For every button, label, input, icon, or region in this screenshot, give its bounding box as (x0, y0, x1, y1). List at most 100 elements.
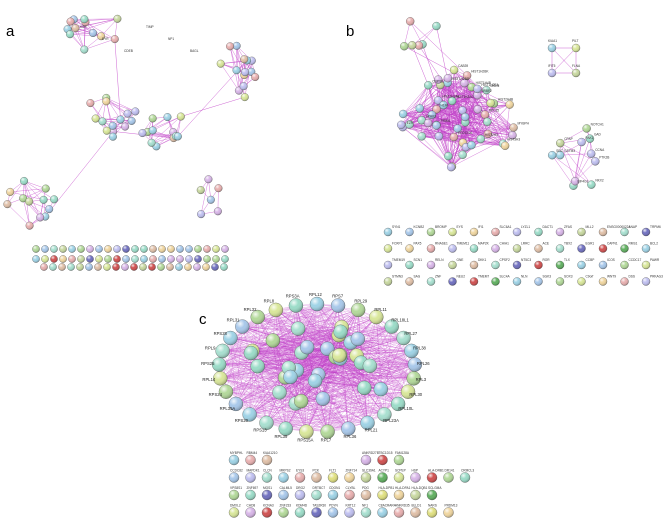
interaction-edge (551, 47, 577, 74)
protein-node (448, 260, 457, 270)
protein-label: CLYBL (346, 486, 356, 490)
interaction-edge (477, 109, 489, 135)
interaction-edge (422, 44, 455, 138)
protein-label: GNE (457, 258, 464, 262)
protein-node (444, 151, 453, 161)
protein-label: ANKRD35 (395, 504, 410, 508)
interaction-edge (220, 367, 289, 379)
interaction-edge (225, 391, 296, 404)
protein-label: HIST1H2AK (442, 94, 460, 98)
protein-label: CPAP (564, 137, 572, 141)
protein-node (283, 369, 298, 385)
protein-node (235, 319, 250, 334)
protein-node (240, 55, 249, 64)
interaction-edge (84, 38, 115, 50)
protein-node (167, 245, 175, 253)
protein-node (571, 43, 581, 53)
protein-label: H1F0 (441, 103, 449, 107)
interaction-edge (10, 188, 46, 193)
protein-node (212, 255, 220, 263)
protein-node (196, 186, 205, 195)
panel-b-letter: b (346, 23, 354, 40)
protein-label: KDM4D (296, 504, 308, 508)
protein-node (410, 507, 421, 518)
protein-label: PTK2B (599, 155, 609, 159)
protein-label: HLA-DPA1 (395, 486, 411, 490)
protein-label: RPS15A (297, 438, 313, 443)
protein-node (377, 507, 388, 518)
interaction-edge (225, 391, 302, 402)
protein-label: RMS1 (629, 242, 638, 246)
interaction-edge (225, 391, 280, 393)
protein-label: RBM44 (247, 451, 258, 455)
protein-node (91, 114, 100, 123)
interaction-edge (480, 135, 513, 140)
interaction-edge (322, 362, 362, 399)
protein-node (95, 245, 103, 253)
protein-node (232, 41, 241, 50)
protein-node (555, 260, 565, 270)
protein-node (641, 227, 651, 237)
protein-node (587, 149, 596, 158)
protein-label: RPL38 (413, 345, 426, 350)
protein-node (383, 227, 393, 237)
protein-node (327, 507, 339, 518)
protein-node (166, 263, 174, 271)
protein-node (505, 100, 514, 109)
protein-node (434, 75, 443, 84)
protein-node (121, 122, 130, 131)
protein-node (341, 421, 356, 436)
protein-node (206, 195, 215, 204)
interaction-edge (252, 326, 342, 352)
protein-node (173, 132, 182, 141)
protein-node (620, 277, 629, 286)
protein-node (232, 66, 241, 75)
protein-node (512, 244, 522, 253)
interaction-edge (106, 101, 113, 126)
protein-label: RPS7 (332, 294, 344, 299)
protein-label: CCDC82 (230, 469, 243, 473)
interaction-edge (574, 161, 596, 182)
interaction-edge (220, 378, 296, 404)
protein-node (36, 213, 45, 222)
protein-node (509, 123, 518, 132)
interaction-edge (447, 78, 453, 167)
interaction-edge (322, 358, 341, 399)
interaction-edge (574, 142, 582, 182)
protein-label: HLA-DRB1 (428, 469, 444, 473)
protein-node (94, 263, 102, 271)
protein-label: DMXL2 (230, 504, 241, 508)
interaction-edge (266, 422, 328, 432)
protein-label: NRBF2 (481, 89, 492, 93)
protein-node (547, 68, 557, 78)
interaction-edge (220, 340, 273, 379)
interaction-edge (419, 84, 441, 109)
protein-node (251, 73, 260, 81)
interaction-edge (75, 18, 118, 29)
protein-label: SLC39A1 (362, 469, 376, 473)
interaction-edge (340, 358, 381, 390)
protein-node (571, 68, 581, 78)
protein-node (311, 472, 322, 483)
interaction-edge (438, 136, 452, 168)
interaction-edge (200, 179, 209, 215)
protein-node (278, 507, 289, 518)
interaction-edge (220, 378, 250, 415)
protein-node (278, 421, 293, 436)
protein-node (228, 507, 240, 518)
protein-node (278, 489, 289, 501)
protein-label: RPL39 (275, 434, 288, 439)
protein-node (473, 84, 482, 94)
protein-label: TMEM11 (457, 242, 470, 246)
protein-node (327, 489, 339, 501)
protein-label: RPL12 (309, 292, 322, 297)
interaction-edge (438, 100, 513, 136)
protein-label: HIST1H2BD (452, 77, 470, 81)
interaction-edge (301, 352, 328, 432)
protein-node (261, 507, 273, 518)
protein-node (620, 227, 629, 237)
protein-label: CLCN (263, 469, 272, 473)
panel-c-letter: c (199, 311, 207, 328)
protein-node (534, 277, 543, 286)
protein-node (330, 298, 346, 313)
